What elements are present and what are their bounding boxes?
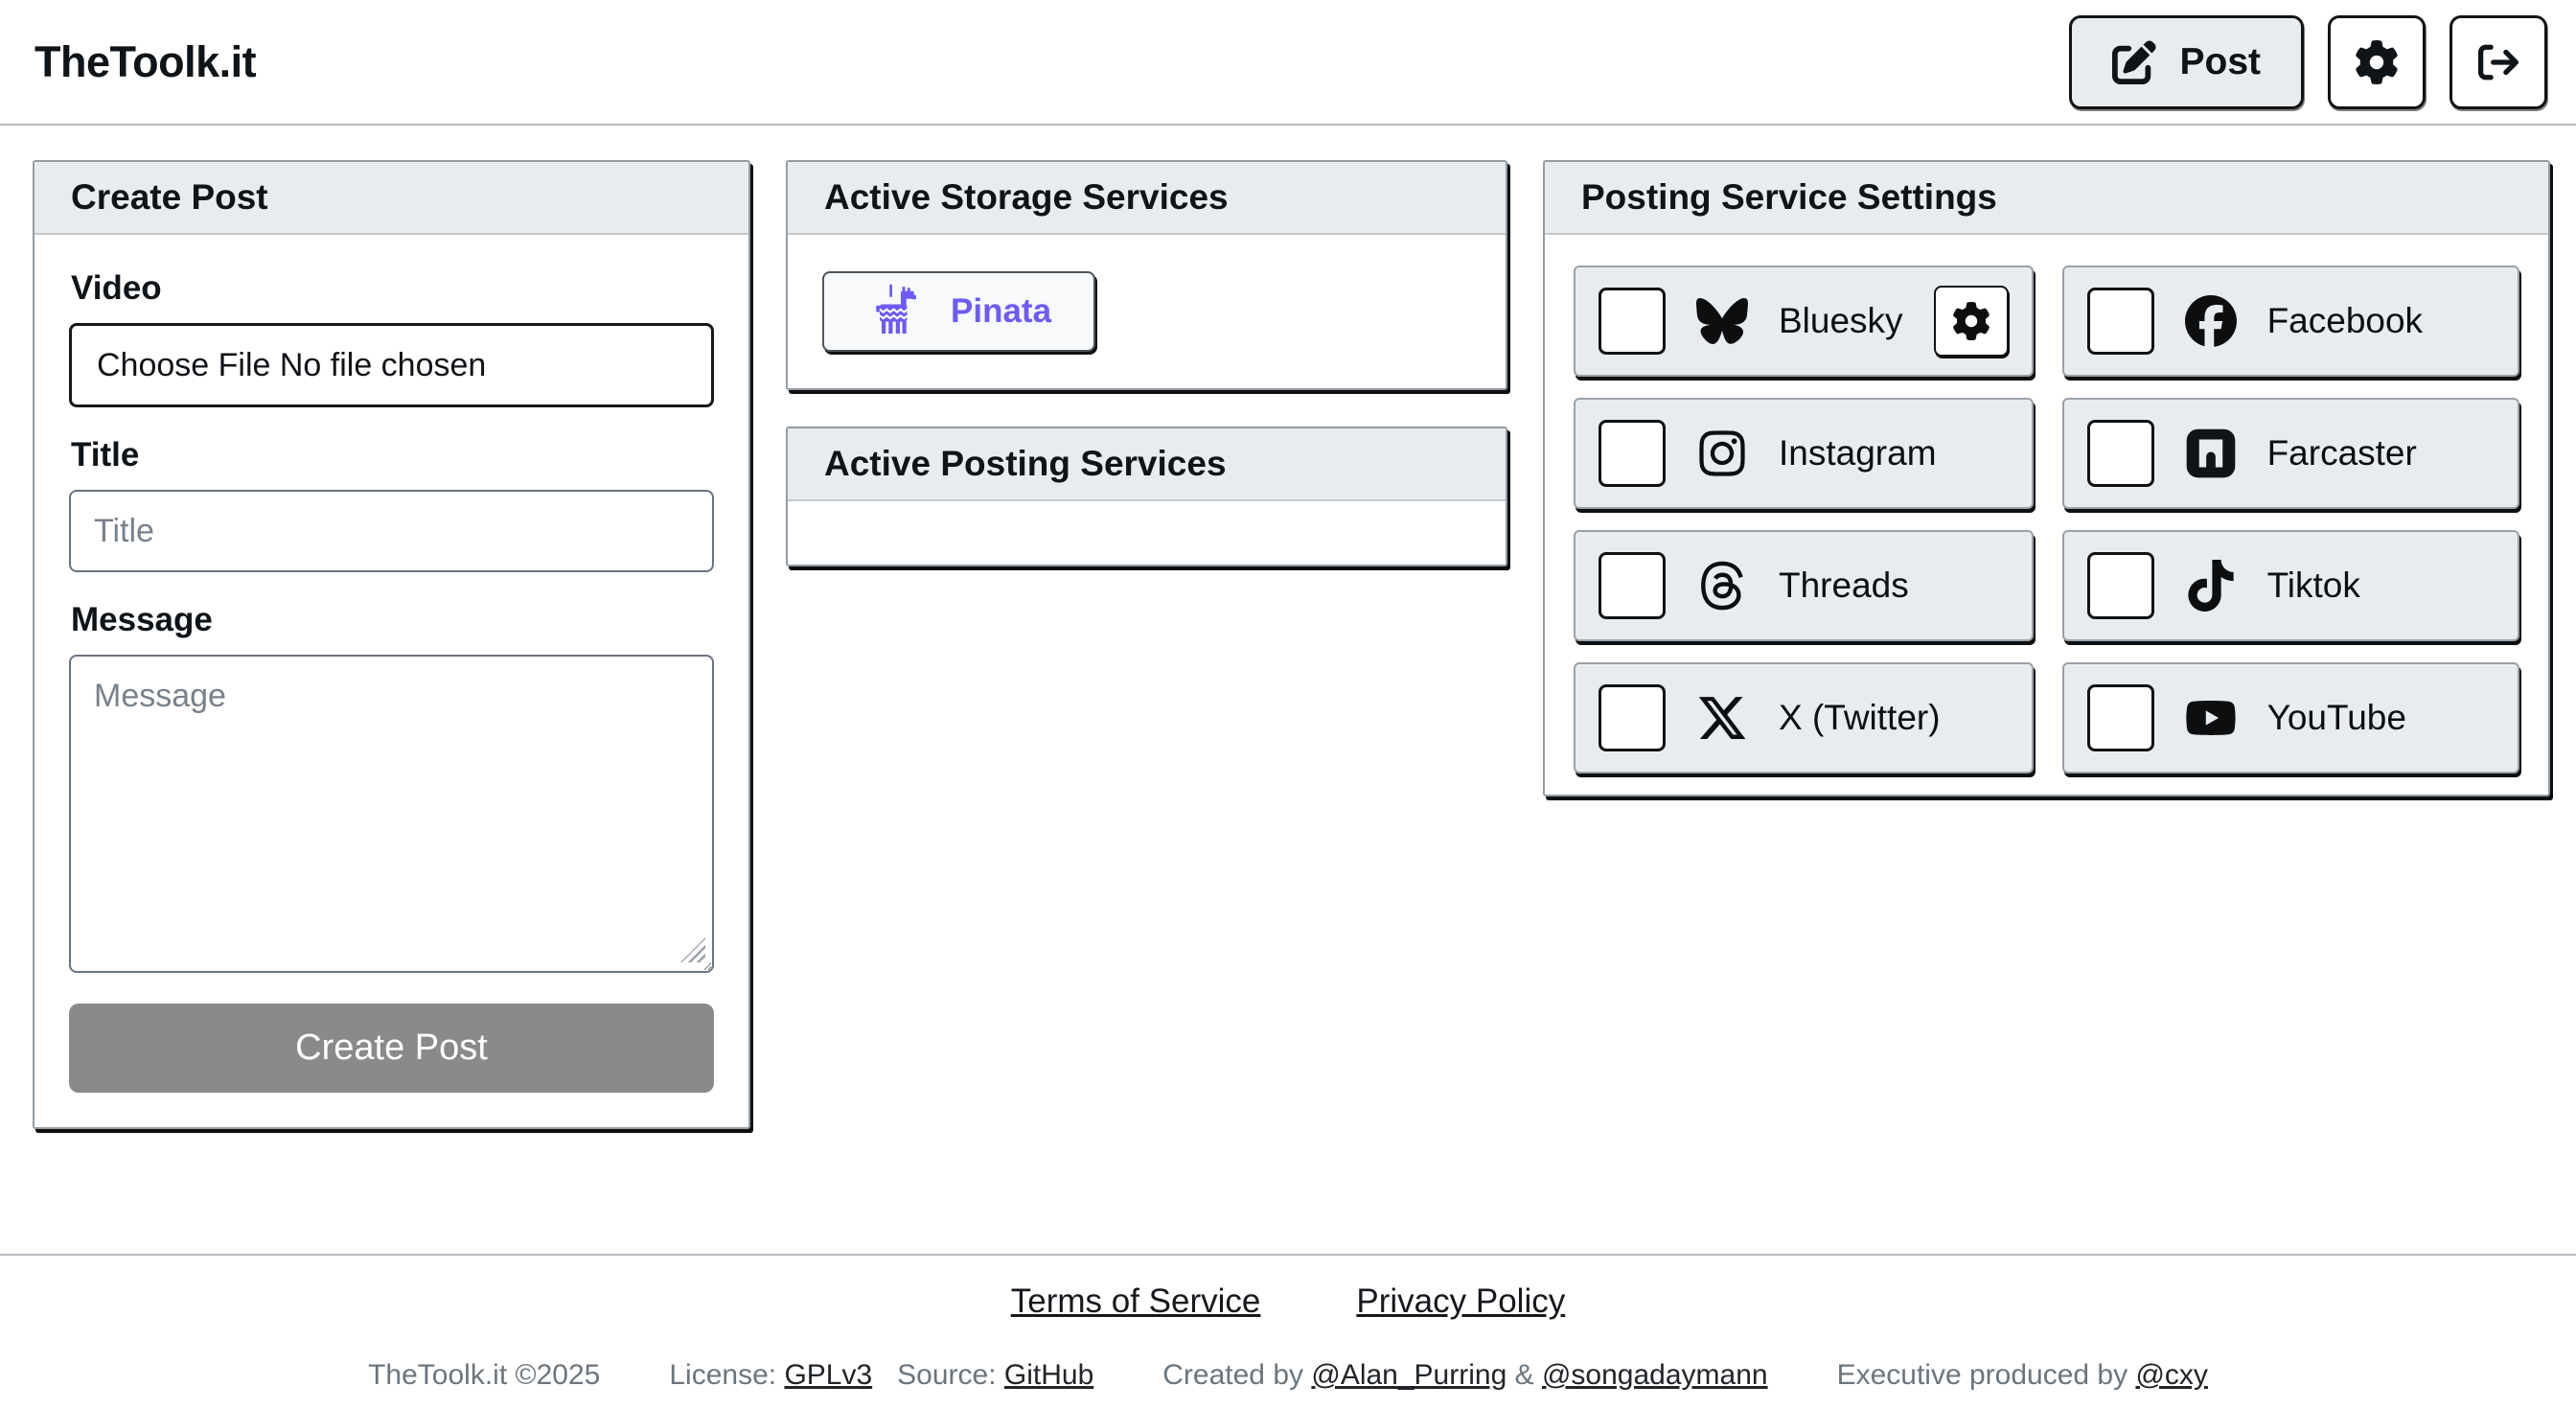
active-storage-panel-header: Active Storage Services	[788, 162, 1506, 235]
sign-out-icon	[2478, 42, 2518, 82]
title-input[interactable]	[69, 490, 714, 572]
header-actions: Post	[2069, 14, 2547, 109]
service-label: Bluesky	[1779, 301, 1903, 340]
active-posting-panel-header: Active Posting Services	[788, 428, 1506, 501]
service-label: Tiktok	[2266, 566, 2360, 605]
middle-column: Active Storage Services Pinata Active Po…	[786, 160, 1507, 566]
active-storage-title: Active Storage Services	[824, 177, 1229, 217]
created-by-label: Created by	[1162, 1359, 1304, 1391]
pinata-icon	[866, 283, 924, 340]
service-label: YouTube	[2266, 698, 2406, 737]
farcaster-checkbox[interactable]	[2086, 420, 2154, 487]
storage-service-label: Pinata	[951, 292, 1052, 330]
threads-icon	[1696, 560, 1748, 612]
service-label: X (Twitter)	[1779, 698, 1941, 737]
file-input-text: Choose File No file chosen	[97, 346, 487, 383]
service-card-tiktok: Tiktok	[2061, 530, 2519, 641]
threads-checkbox[interactable]	[1598, 552, 1666, 619]
service-label: Instagram	[1779, 433, 1937, 473]
footer-links: Terms of Service Privacy Policy	[0, 1282, 2576, 1321]
pinata-service-button[interactable]: Pinata	[822, 271, 1096, 352]
active-posting-title: Active Posting Services	[824, 444, 1227, 483]
source-link[interactable]: GitHub	[1003, 1359, 1094, 1391]
footer-exec: Executive produced by @cxy	[1837, 1359, 2208, 1392]
farcaster-icon	[2185, 427, 2237, 479]
gear-icon	[2355, 40, 2399, 84]
storage-services-list: Pinata	[788, 235, 1506, 388]
create-post-title: Create Post	[71, 177, 268, 217]
exec-produced-label: Executive produced by	[1836, 1359, 2128, 1391]
active-storage-panel: Active Storage Services Pinata	[786, 160, 1507, 390]
x-twitter-checkbox[interactable]	[1598, 684, 1666, 751]
service-card-farcaster: Farcaster	[2061, 398, 2519, 509]
create-post-form: Video Choose File No file chosen Title M…	[34, 235, 748, 1127]
pen-square-icon	[2112, 40, 2156, 84]
service-card-instagram: Instagram	[1574, 398, 2034, 509]
app-title: TheToolk.it	[34, 36, 257, 86]
message-label: Message	[71, 601, 213, 638]
create-post-panel-header: Create Post	[34, 162, 748, 235]
terms-of-service-link[interactable]: Terms of Service	[1010, 1282, 1261, 1320]
active-posting-panel: Active Posting Services	[786, 427, 1507, 566]
x-twitter-icon	[1696, 692, 1748, 744]
exec-link[interactable]: @cxy	[2135, 1359, 2208, 1391]
youtube-checkbox[interactable]	[2086, 684, 2154, 751]
service-card-x-twitter: X (Twitter)	[1574, 662, 2034, 774]
footer-created-by: Created by @Alan_Purring & @songadaymann	[1162, 1359, 1767, 1392]
settings-button[interactable]	[2328, 14, 2426, 109]
instagram-icon	[1696, 427, 1748, 479]
service-label: Facebook	[2266, 301, 2424, 340]
creator1-link[interactable]: @Alan_Purring	[1311, 1359, 1507, 1391]
source-label: Source:	[897, 1359, 997, 1391]
footer-license: License: GPLv3	[669, 1359, 872, 1392]
service-card-youtube: YouTube	[2061, 662, 2519, 774]
logout-button[interactable]	[2450, 14, 2547, 109]
tiktok-icon	[2185, 560, 2237, 612]
service-card-facebook: Facebook	[2061, 266, 2519, 377]
license-label: License:	[669, 1359, 777, 1391]
post-button[interactable]: Post	[2069, 14, 2304, 109]
instagram-checkbox[interactable]	[1598, 420, 1666, 487]
main-content: Create Post Video Choose File No file ch…	[0, 126, 2576, 1254]
posting-settings-title: Posting Service Settings	[1581, 177, 1997, 217]
footer-copyright: TheToolk.it ©2025	[368, 1359, 601, 1391]
bluesky-icon	[1696, 295, 1748, 347]
tiktok-checkbox[interactable]	[2086, 552, 2154, 619]
video-file-input[interactable]: Choose File No file chosen	[69, 323, 714, 407]
video-label: Video	[71, 269, 162, 307]
footer-meta: TheToolk.it ©2025 License: GPLv3 Source:…	[0, 1359, 2576, 1392]
service-label: Farcaster	[2266, 433, 2417, 473]
active-posting-services-body	[788, 501, 1506, 565]
service-card-threads: Threads	[1574, 530, 2034, 641]
create-post-button[interactable]: Create Post	[69, 1004, 714, 1093]
post-button-label: Post	[2179, 40, 2261, 82]
facebook-icon	[2185, 295, 2237, 347]
creator2-link[interactable]: @songadaymann	[1541, 1359, 1768, 1391]
app-footer: Terms of Service Privacy Policy TheToolk…	[0, 1254, 2576, 1409]
posting-settings-panel-header: Posting Service Settings	[1545, 162, 2548, 235]
app-header: TheToolk.it Post	[0, 0, 2576, 126]
footer-source: Source: GitHub	[897, 1359, 1093, 1392]
ampersand: &	[1514, 1359, 1534, 1391]
facebook-checkbox[interactable]	[2086, 288, 2154, 355]
bluesky-checkbox[interactable]	[1598, 288, 1666, 355]
create-post-panel: Create Post Video Choose File No file ch…	[33, 160, 750, 1129]
privacy-policy-link[interactable]: Privacy Policy	[1356, 1282, 1566, 1320]
title-label: Title	[71, 436, 140, 474]
youtube-icon	[2185, 692, 2237, 744]
posting-settings-panel: Posting Service Settings Bluesky Facebook…	[1543, 160, 2550, 797]
message-input[interactable]	[69, 655, 714, 973]
service-label: Threads	[1779, 566, 1909, 605]
service-card-bluesky: Bluesky	[1574, 266, 2034, 377]
license-link[interactable]: GPLv3	[784, 1359, 873, 1391]
gear-icon	[1952, 302, 1990, 340]
bluesky-settings-button[interactable]	[1933, 286, 2009, 357]
